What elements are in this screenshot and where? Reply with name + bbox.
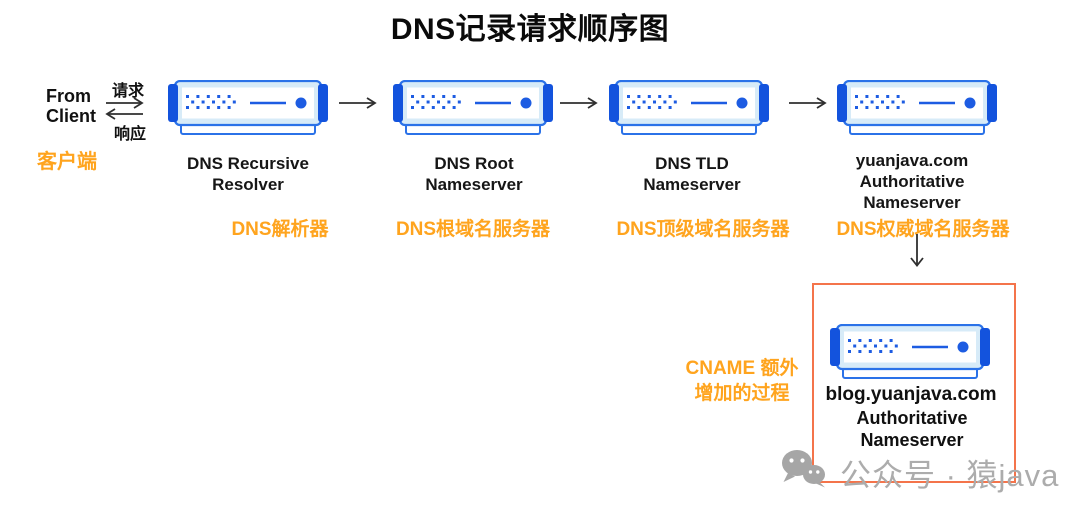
arrow-resolver-to-root-icon [338,97,376,109]
arrow-root-to-tld-icon [559,97,597,109]
cname-highlight-box [812,283,1016,483]
diagram-title: DNS记录请求顺序图 [390,13,670,46]
server-name-authoritative-nameserver: yuanjava.com Authoritative Nameserver [856,150,968,213]
response-label: 响应 [114,126,147,143]
server-name-line: Authoritative [856,408,968,428]
server-icon-authoritative-nameserver [837,80,997,136]
cn-label-authoritative: DNS权威域名服务器 [836,219,1010,240]
server-name-line: Nameserver [425,175,523,194]
arrow-tld-to-authoritative-icon [788,97,826,109]
cn-label-root: DNS根域名服务器 [395,219,551,240]
cname-process-label-line: 增加的过程 [694,383,790,404]
server-name-line: Resolver [212,175,284,194]
wechat-icon [782,450,825,488]
client-label-line1: From [46,86,91,106]
server-name-line: DNS Root [434,154,514,173]
server-name-line: DNS TLD [655,154,729,173]
blog-server-name: Authoritative Nameserver [856,408,967,451]
request-label: 请求 [112,83,145,100]
client-label-line2: Client [46,106,97,126]
server-name-line: Nameserver [863,193,961,212]
server-name-line: yuanjava.com [855,151,969,170]
server-icon-blog-authoritative [830,324,990,380]
cn-label-resolver: DNS解析器 [231,219,329,240]
server-name-recursive-resolver: DNS Recursive Resolver [187,153,309,195]
watermark-text: 公众号 · 猿java [840,458,1060,493]
server-icon-root-nameserver [393,80,553,136]
server-name-line: DNS Recursive [187,154,309,173]
cname-process-label-line: CNAME 额外 [685,358,799,379]
server-icon-recursive-resolver [168,80,328,136]
blog-domain-label: blog.yuanjava.com [825,384,997,405]
server-name-root-nameserver: DNS Root Nameserver [425,153,522,195]
cn-label-tld: DNS顶级域名服务器 [616,219,790,240]
response-arrow-icon [106,108,144,120]
server-name-line: Nameserver [643,175,741,194]
server-name-line: Nameserver [860,429,964,450]
server-name-tld-nameserver: DNS TLD Nameserver [643,153,740,195]
arrow-down-to-cname-icon [910,234,924,267]
client-cn-label: 客户端 [37,151,97,173]
server-name-line: Authoritative [859,172,965,191]
cname-process-label: CNAME 额外 增加的过程 [686,356,799,406]
server-icon-tld-nameserver [609,80,769,136]
client-label: From Client [46,86,96,126]
